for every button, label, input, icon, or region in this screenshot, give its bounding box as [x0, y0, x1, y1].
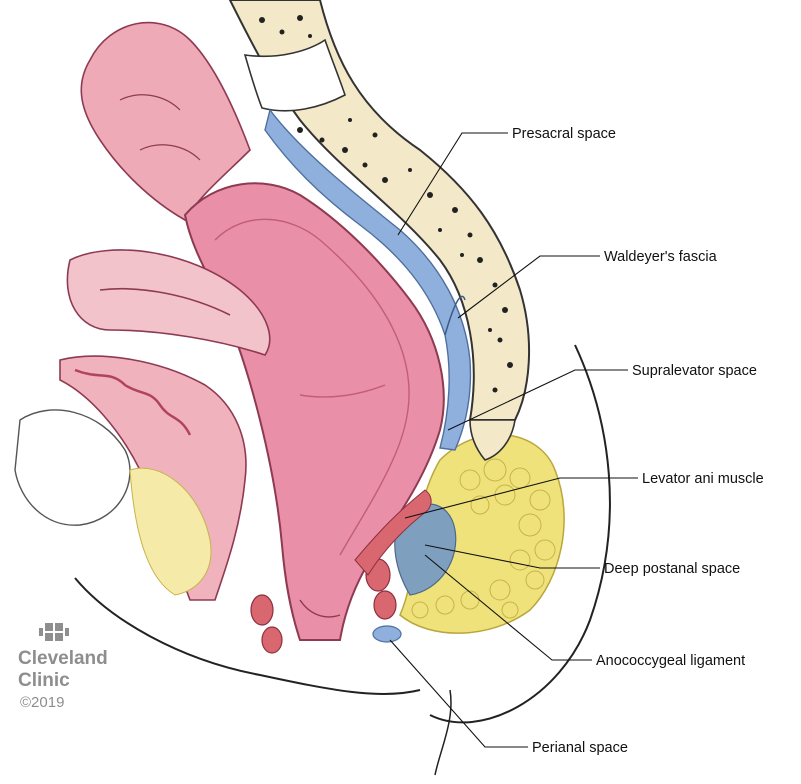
sigmoid-colon: [80, 21, 251, 222]
buttock-outline: [429, 344, 611, 724]
label-perianal-space: Perianal space: [532, 740, 628, 756]
uterine-cavity: [99, 287, 231, 316]
leader-presacral: [397, 132, 508, 236]
leader-anococcygeal: [424, 554, 592, 661]
cleveland-clinic-logo-icon: [39, 623, 69, 641]
label-presacral-space: Presacral space: [512, 126, 616, 142]
rectum: [183, 182, 445, 641]
leader-supralevator: [447, 369, 628, 431]
perianal-space: [372, 625, 402, 643]
bone-texture: [259, 15, 513, 393]
leader-levator: [404, 477, 638, 519]
buttock-cleft: [434, 689, 452, 776]
rectum-inner: [214, 218, 410, 556]
leader-perianal: [389, 639, 528, 748]
bladder: [14, 409, 131, 526]
perineal-fat: [129, 467, 212, 596]
coccyx-tip: [469, 419, 516, 461]
rectal-fold: [299, 384, 386, 398]
uterus: [66, 249, 271, 356]
leader-waldeyer: [457, 255, 600, 319]
levator-ani: [354, 489, 432, 576]
vaginal-rugae: [74, 368, 192, 436]
sacral-disc: [243, 38, 346, 112]
label-deep-postanal-space: Deep postanal space: [604, 561, 740, 577]
label-levator-ani-muscle: Levator ani muscle: [642, 471, 764, 487]
colon-fold-1: [119, 94, 181, 111]
logo-line2: Clinic: [18, 670, 70, 691]
label-waldeyers-fascia: Waldeyer's fascia: [604, 249, 718, 265]
label-anococcygeal-ligament: Anococcygeal ligament: [596, 653, 745, 669]
fat-lobules: [411, 458, 556, 619]
body-outline: [74, 577, 421, 695]
copyright-text: ©2019: [20, 694, 65, 711]
label-supralevator-space: Supralevator space: [632, 363, 757, 379]
leader-deep-postanal: [424, 544, 600, 569]
colon-fold-2: [139, 144, 201, 161]
logo-line1: Cleveland: [18, 648, 108, 669]
presacral-space: [264, 108, 472, 451]
anal-canal: [299, 599, 341, 618]
waldeyers-fascia: [444, 295, 466, 336]
